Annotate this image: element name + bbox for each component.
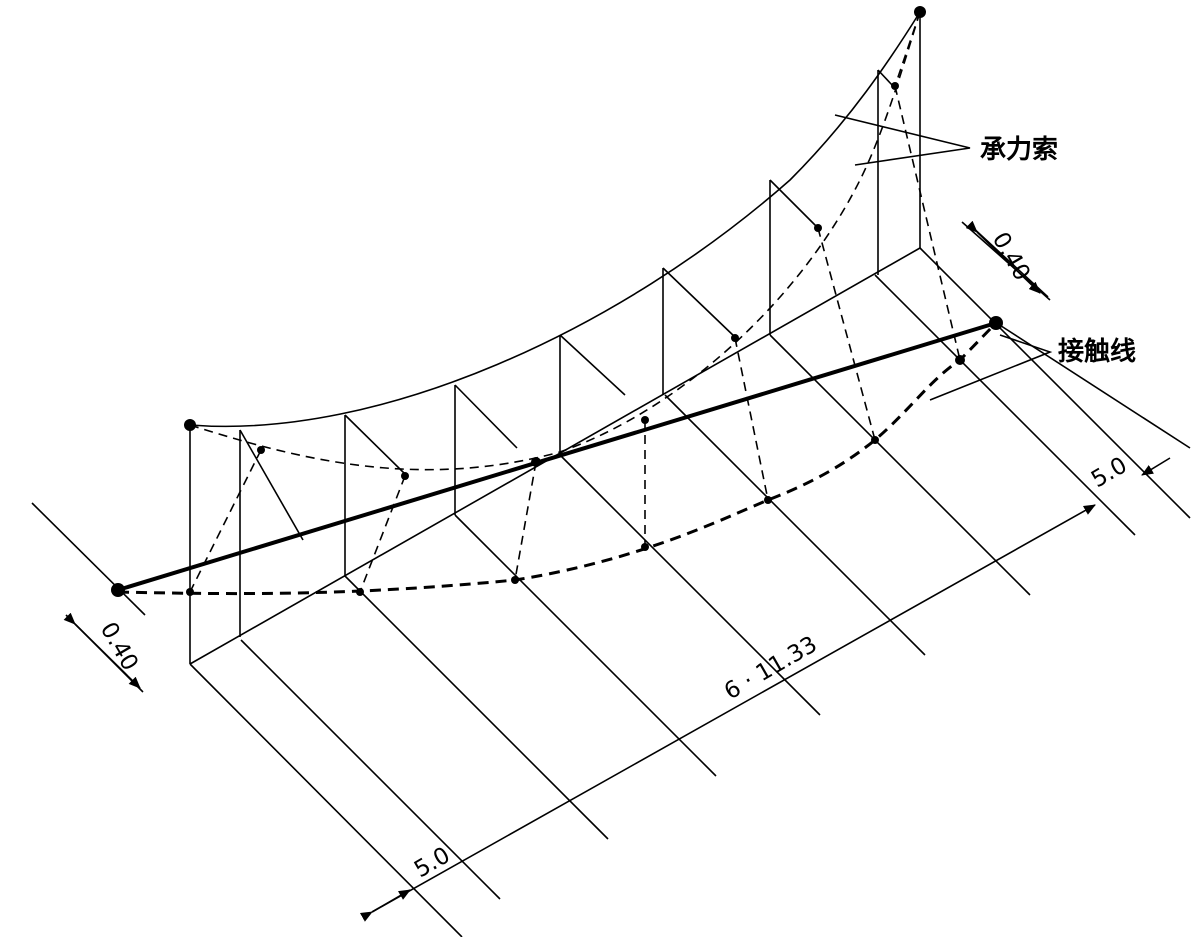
dimension-lines (63, 220, 1171, 922)
messenger-wire-curve (189, 11, 921, 428)
projection-lines (239, 69, 894, 541)
offset-right-label: 0.40 (987, 228, 1035, 285)
nodes (111, 6, 1003, 597)
leader-lines (834, 114, 1053, 401)
transverse-lines (31, 221, 1191, 938)
messenger-wire-label: 承力索 (980, 135, 1058, 165)
hangers (189, 12, 921, 664)
deflected-hangers (189, 11, 961, 593)
contact-wire (117, 321, 997, 592)
offset-left-label: 0.40 (95, 618, 143, 675)
messenger-deflected (189, 11, 921, 471)
contact-wire-label: 接触线 (1058, 337, 1136, 367)
end-distance-left-label: 5.0 (410, 842, 455, 883)
end-distance-right-label: 5.0 (1087, 452, 1132, 493)
